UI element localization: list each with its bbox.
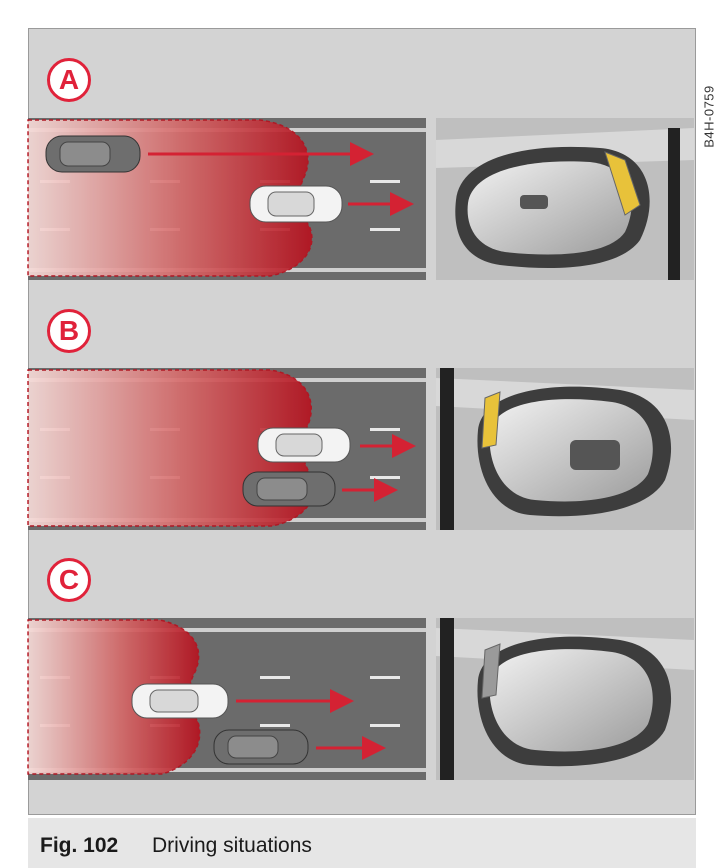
panel-label-b: B — [47, 309, 91, 353]
car-white-a — [249, 185, 343, 223]
car-white-c — [131, 683, 229, 719]
figure-caption: Fig. 102 Driving situations — [28, 818, 696, 868]
figure-number: Fig. 102 — [40, 834, 119, 857]
car-gray-b — [242, 471, 336, 507]
panel-label-a: A — [47, 58, 91, 102]
car-gray-a — [45, 135, 141, 173]
blind-spot-zone-b — [27, 369, 315, 527]
panel-c — [27, 618, 694, 780]
panel-b — [27, 368, 694, 530]
car-white-b — [257, 427, 351, 463]
panel-a — [27, 118, 694, 280]
figure-title: Driving situations — [152, 834, 312, 857]
panel-label-c: C — [47, 558, 91, 602]
car-gray-c — [213, 729, 309, 765]
car-in-mirror-b — [570, 440, 620, 470]
